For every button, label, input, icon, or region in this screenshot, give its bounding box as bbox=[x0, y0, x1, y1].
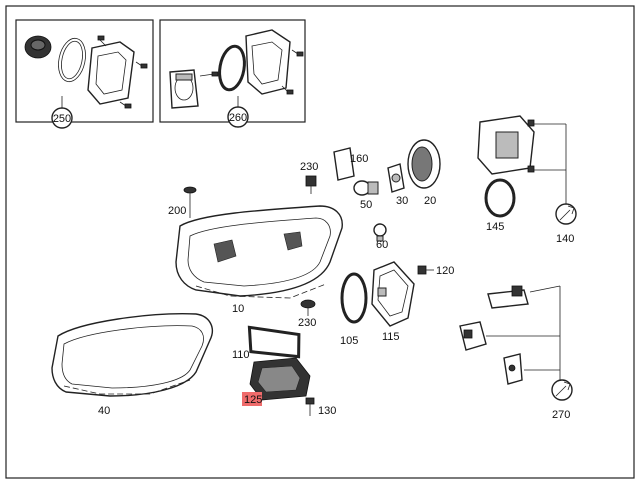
gasket-part bbox=[58, 37, 86, 83]
socket-part-30: 30 bbox=[387, 163, 408, 207]
callout-label-130: 130 bbox=[318, 405, 336, 417]
led-module-part-125: 125 bbox=[242, 357, 311, 406]
callout-label-260: 260 bbox=[229, 112, 247, 124]
callout-label-230-lower: 230 bbox=[298, 317, 316, 329]
callout-label-60: 60 bbox=[376, 239, 388, 251]
highlight-125 bbox=[242, 392, 262, 406]
screw-part-230-top: 230 bbox=[300, 161, 318, 194]
headlamp-assembly-part-10: 10 bbox=[175, 205, 343, 315]
callout-label-140: 140 bbox=[556, 233, 574, 245]
inset-box-250: 250 bbox=[15, 19, 154, 129]
wrench-callout-270: 270 bbox=[551, 379, 573, 421]
mount-plate-part bbox=[87, 41, 135, 105]
callout-label-160: 160 bbox=[350, 153, 368, 165]
wrench-icon bbox=[559, 205, 575, 221]
inset-box-260: 260 bbox=[159, 19, 306, 128]
callout-label-250: 250 bbox=[53, 113, 71, 125]
callout-label-115: 115 bbox=[382, 331, 400, 343]
callout-circle-250 bbox=[51, 107, 73, 129]
callout-label-105: 105 bbox=[340, 335, 358, 347]
callout-label-30: 30 bbox=[396, 195, 408, 207]
callout-circle-260 bbox=[227, 106, 249, 128]
module-part-top-right bbox=[477, 115, 567, 206]
connector-parts-right bbox=[459, 285, 561, 385]
screw-part-230-lower: 230 bbox=[298, 299, 316, 329]
gasket-part-2 bbox=[218, 44, 246, 92]
headlamp-lens-part-40: 40 bbox=[51, 313, 214, 417]
callout-label-50: 50 bbox=[360, 199, 372, 211]
label-sheet-part-160: 160 bbox=[333, 147, 368, 181]
diagram-frame bbox=[5, 5, 635, 479]
callout-label-145: 145 bbox=[486, 221, 504, 233]
screw-part-120: 120 bbox=[417, 265, 454, 277]
wrench-callout-140: 140 bbox=[555, 203, 577, 245]
seal-part-105: 105 bbox=[340, 272, 368, 347]
callout-label-200: 200 bbox=[168, 205, 186, 217]
control-unit-part-115: 115 bbox=[371, 261, 415, 343]
wrench-icon bbox=[555, 381, 571, 397]
callout-label-270: 270 bbox=[552, 409, 570, 421]
mount-plate-part-2 bbox=[245, 29, 291, 95]
screw-part-200: 200 bbox=[168, 186, 197, 218]
cover-cap-part-20: 20 bbox=[407, 139, 441, 207]
callout-label-40: 40 bbox=[98, 405, 110, 417]
callout-label-110: 110 bbox=[232, 349, 250, 361]
callout-label-20: 20 bbox=[424, 195, 436, 207]
callout-label-120: 120 bbox=[436, 265, 454, 277]
gasket-part-110: 110 bbox=[232, 325, 301, 361]
screw-part-130: 130 bbox=[305, 397, 336, 417]
callout-label-10: 10 bbox=[232, 303, 244, 315]
callout-label-125: 125 bbox=[244, 394, 262, 406]
bulb-part-60: 60 bbox=[373, 223, 388, 251]
callout-label-230-top: 230 bbox=[300, 161, 318, 173]
ring-part-145: 145 bbox=[484, 178, 516, 233]
bulb-part-50: 50 bbox=[353, 180, 379, 211]
